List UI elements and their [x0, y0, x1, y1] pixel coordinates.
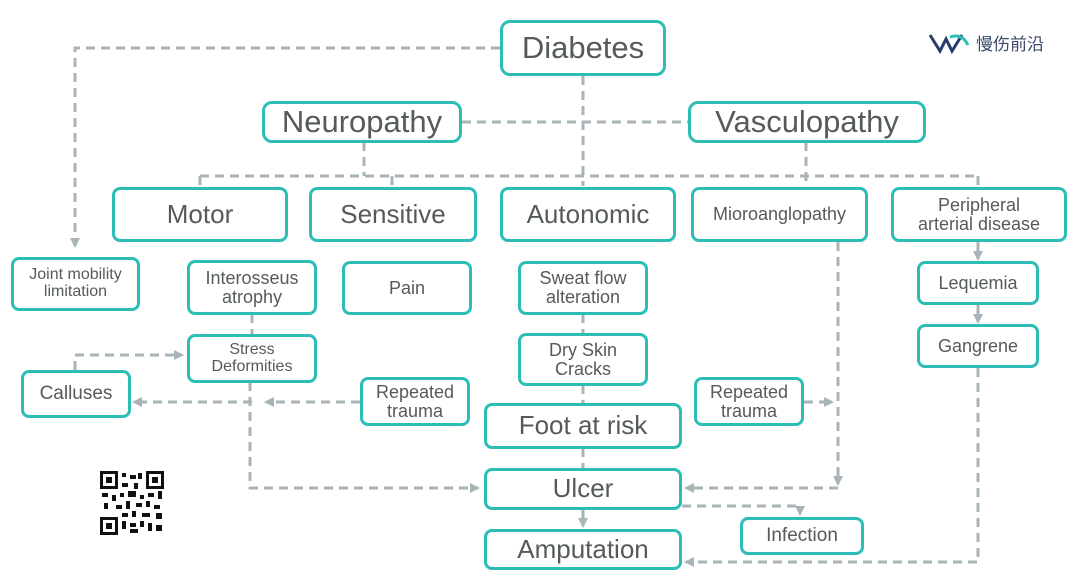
brand-name: 慢伤前沿	[976, 35, 1044, 54]
node-infection: Infection	[740, 517, 864, 555]
node-microangiopathy: Mioroanglopathy	[691, 187, 868, 242]
node-repeated-trauma-right: Repeated trauma	[694, 377, 804, 426]
node-joint-mobility: Joint mobility limitation	[11, 257, 140, 311]
node-stress-deformities: Stress Deformities	[187, 334, 317, 383]
node-autonomic: Autonomic	[500, 187, 676, 242]
brand-logo: 慢伤前沿	[928, 30, 1044, 55]
connector-ulcer-infection	[682, 504, 805, 516]
node-sensitive: Sensitive	[309, 187, 477, 242]
node-interosseus-atrophy: Interosseus atrophy	[187, 260, 317, 315]
node-neuropathy: Neuropathy	[262, 101, 462, 143]
node-sweat-flow: Sweat flow alteration	[518, 261, 648, 315]
node-lequemia: Lequemia	[917, 261, 1039, 305]
qr-code-icon	[100, 471, 164, 535]
node-foot-at-risk: Foot at risk	[484, 403, 682, 449]
connector-diabetes-joint	[70, 46, 500, 248]
node-dry-skin-cracks: Dry Skin Cracks	[518, 333, 648, 386]
node-repeated-trauma-left: Repeated trauma	[360, 377, 470, 426]
node-calluses: Calluses	[21, 370, 131, 418]
node-diabetes: Diabetes	[500, 20, 666, 76]
brand-mark-icon	[928, 33, 970, 54]
connector-calluses-stress	[73, 350, 184, 370]
connector-gangrene-amputation	[684, 368, 980, 567]
node-peripheral-arterial-disease: Peripheral arterial disease	[891, 187, 1067, 242]
node-vasculopathy: Vasculopathy	[688, 101, 926, 143]
node-motor: Motor	[112, 187, 288, 242]
node-gangrene: Gangrene	[917, 324, 1039, 368]
connector-stress-ulcer	[248, 382, 480, 493]
node-ulcer: Ulcer	[484, 468, 682, 510]
node-pain: Pain	[342, 261, 472, 315]
node-amputation: Amputation	[484, 529, 682, 570]
